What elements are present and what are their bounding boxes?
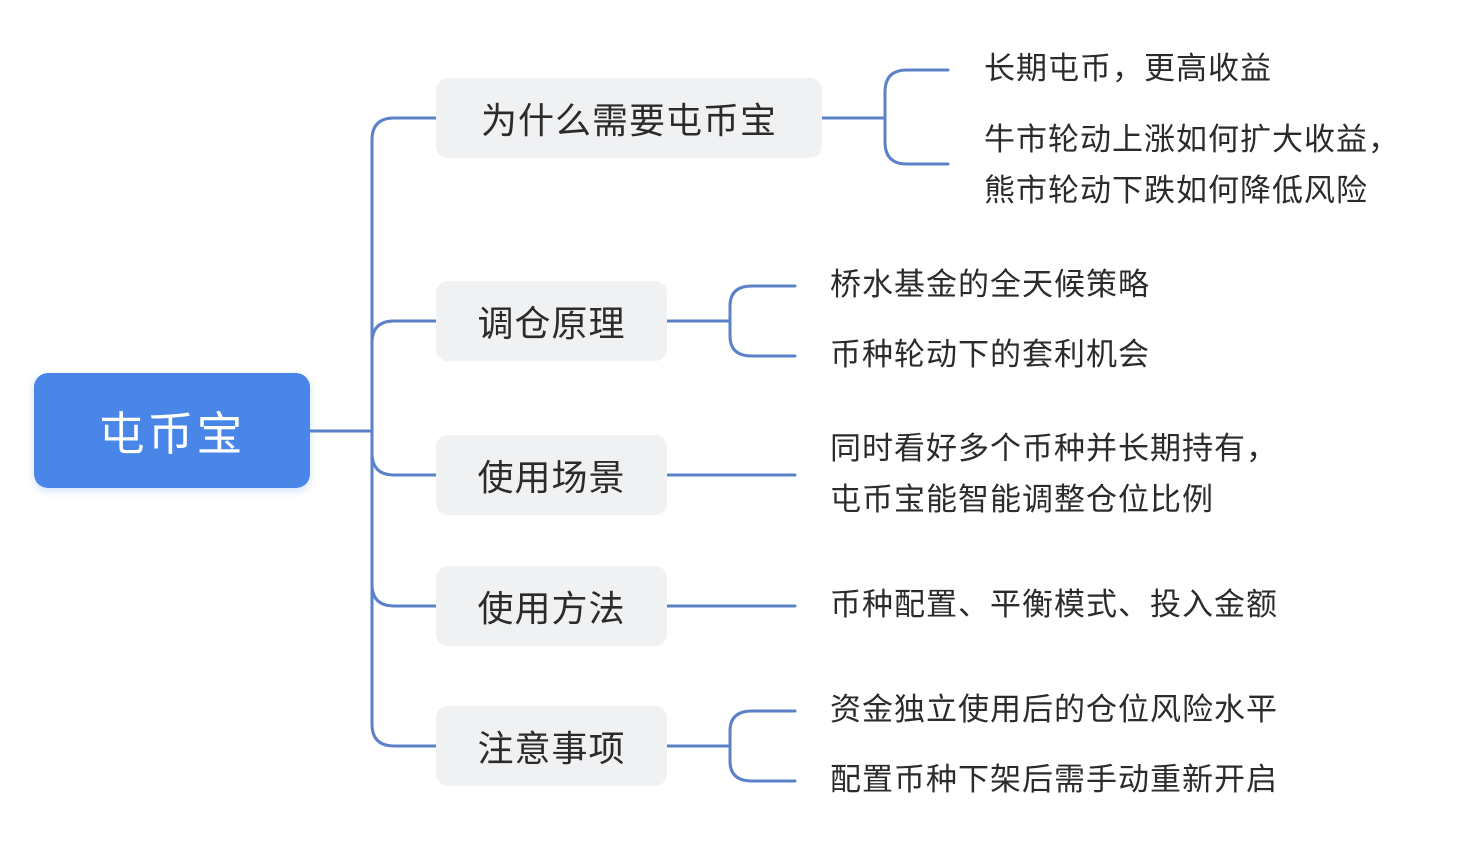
- leaf-connector-2: [665, 284, 797, 358]
- leaf-text: 配置币种下架后需手动重新开启: [830, 762, 1278, 798]
- leaf-text: 熊市轮动下跌如何降低风险: [984, 173, 1368, 209]
- branch-node-method[interactable]: 使用方法: [436, 566, 667, 646]
- branch-connector-3: [370, 451, 438, 477]
- branch-label: 使用方法: [477, 589, 626, 630]
- leaf-text: 币种轮动下的套利机会: [830, 337, 1150, 373]
- leaf-text: 牛市轮动上涨如何扩大收益，: [984, 122, 1400, 158]
- leaf-node[interactable]: 资金独立使用后的仓位风险水平: [830, 685, 1278, 736]
- leaf-connector-5: [665, 709, 797, 783]
- leaf-connector-1: [820, 68, 950, 166]
- leaf-text: 长期屯币，更高收益: [984, 51, 1272, 87]
- leaf-text: 屯币宝能智能调整仓位比例: [830, 482, 1214, 518]
- branch-label: 调仓原理: [477, 304, 626, 345]
- leaf-node[interactable]: 币种轮动下的套利机会: [830, 330, 1150, 381]
- branch-connector-4: [370, 582, 438, 608]
- branch-connector-2: [370, 319, 438, 345]
- branch-node-notes[interactable]: 注意事项: [436, 706, 667, 786]
- root-node[interactable]: 屯币宝: [34, 373, 310, 488]
- leaf-node[interactable]: 牛市轮动上涨如何扩大收益， 熊市轮动下跌如何降低风险: [984, 115, 1400, 217]
- leaf-text: 桥水基金的全天候策略: [830, 267, 1150, 303]
- leaf-text: 同时看好多个币种并长期持有，: [830, 431, 1278, 467]
- branch-label: 为什么需要屯币宝: [480, 101, 777, 142]
- branch-node-scenario[interactable]: 使用场景: [436, 435, 667, 515]
- branch-node-why[interactable]: 为什么需要屯币宝: [436, 78, 822, 158]
- root-label: 屯币宝: [98, 406, 246, 461]
- leaf-node[interactable]: 桥水基金的全天候策略: [830, 260, 1150, 311]
- branch-label: 注意事项: [477, 729, 626, 770]
- leaf-text: 币种配置、平衡模式、投入金额: [830, 587, 1278, 623]
- leaf-text: 资金独立使用后的仓位风险水平: [830, 692, 1278, 728]
- branch-label: 使用场景: [477, 458, 626, 499]
- leaf-node[interactable]: 配置币种下架后需手动重新开启: [830, 755, 1278, 806]
- leaf-node[interactable]: 长期屯币，更高收益: [984, 44, 1272, 95]
- leaf-node[interactable]: 币种配置、平衡模式、投入金额: [830, 580, 1278, 631]
- leaf-node[interactable]: 同时看好多个币种并长期持有， 屯币宝能智能调整仓位比例: [830, 424, 1278, 526]
- trunk-connector: [370, 116, 438, 748]
- branch-node-principle[interactable]: 调仓原理: [436, 281, 667, 361]
